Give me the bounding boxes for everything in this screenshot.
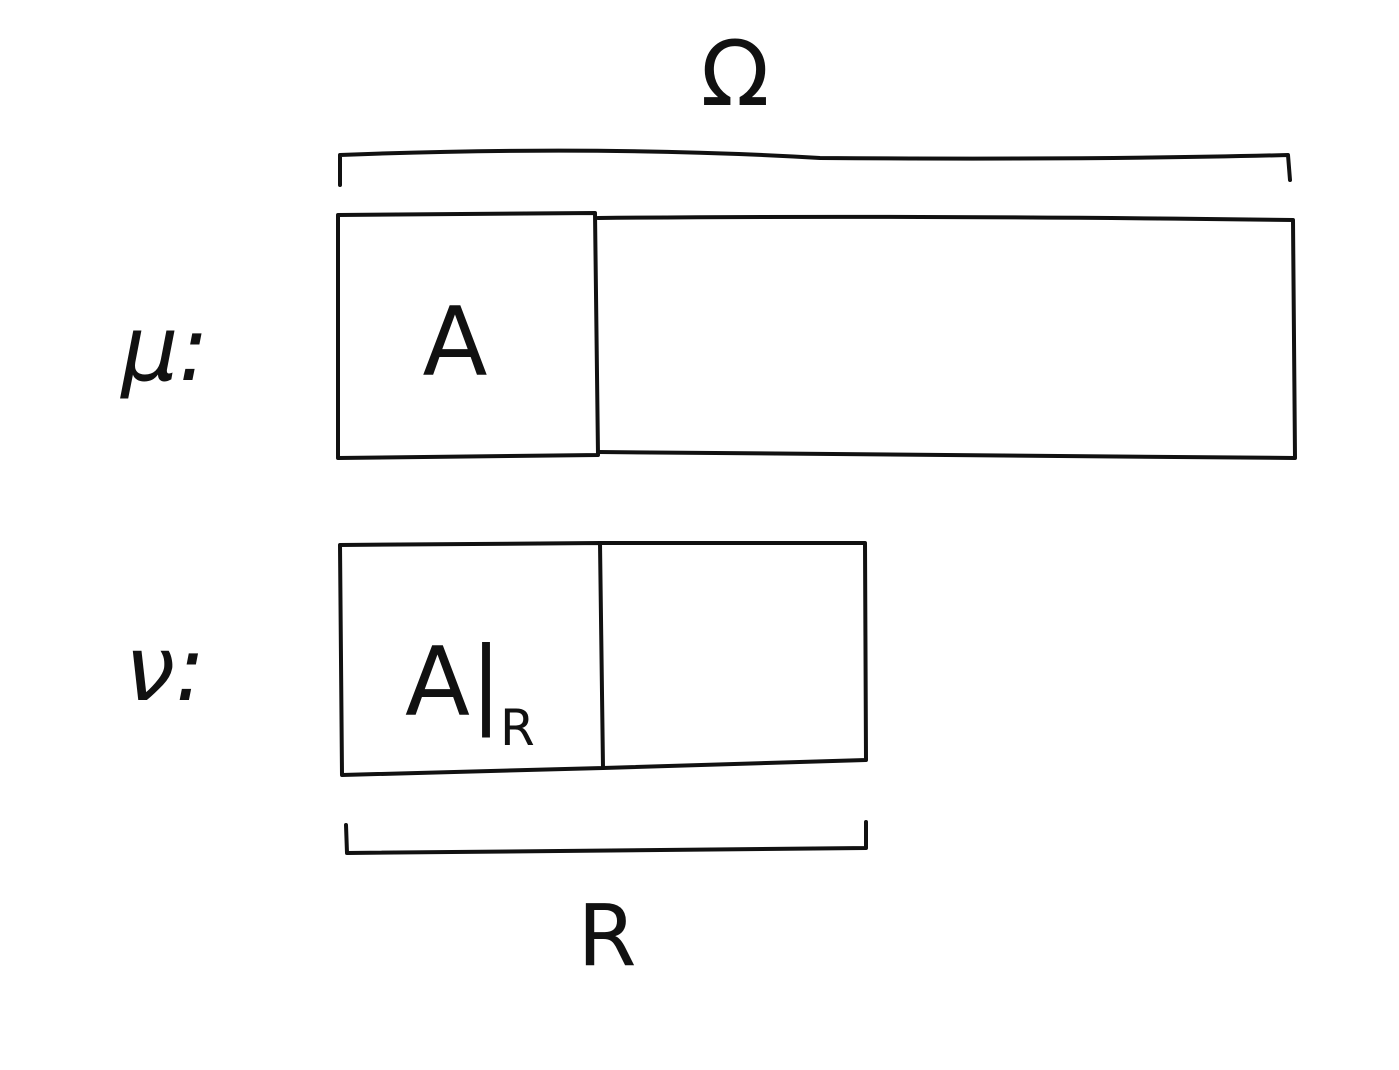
- r-bracket: [344, 820, 868, 855]
- nu-label: ν:: [125, 617, 206, 722]
- mu-bar: [336, 211, 1297, 460]
- omega-label: Ω: [701, 22, 770, 127]
- omega-bracket: [338, 148, 1292, 187]
- nu-bar: [338, 541, 868, 777]
- set-a-label: A: [423, 288, 488, 398]
- r-label: R: [577, 887, 636, 986]
- restricted-subscript: R: [500, 699, 535, 757]
- mu-label: μ:: [119, 297, 209, 402]
- restricted-a-label: A|: [405, 628, 502, 738]
